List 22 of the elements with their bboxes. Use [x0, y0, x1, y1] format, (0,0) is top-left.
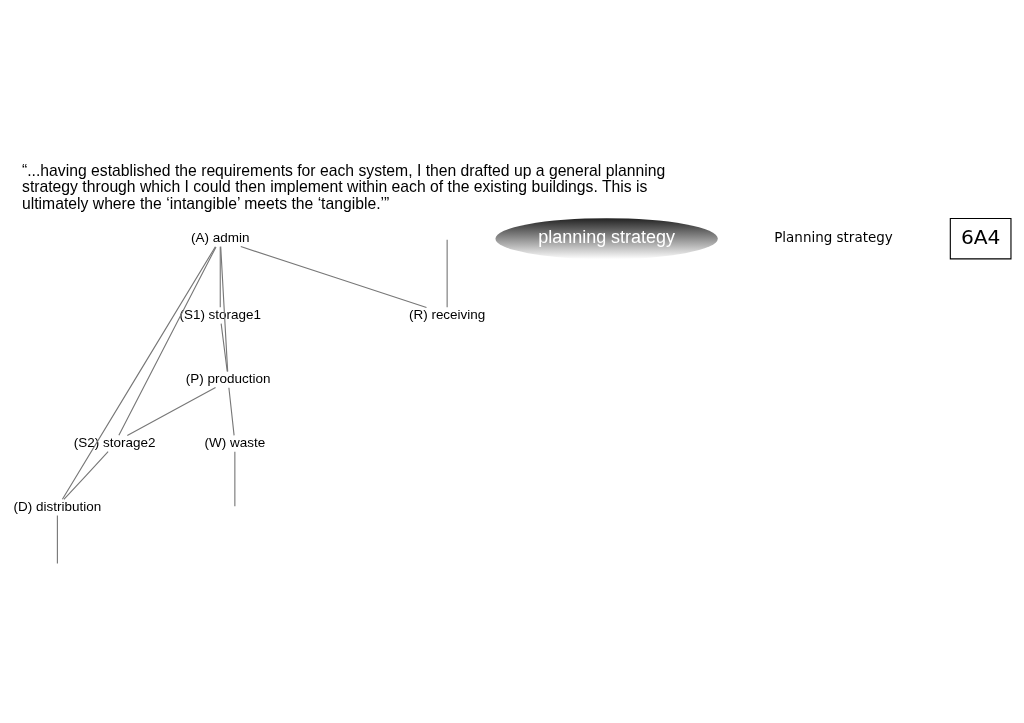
node-text: (P) production — [185, 370, 271, 386]
label: Planning strategy — [774, 229, 893, 246]
node-text: (R) receiving — [408, 306, 486, 322]
connector — [446, 239, 448, 308]
node-text: (D) distribution — [13, 499, 102, 515]
connector — [63, 451, 109, 500]
node-text: (S2) storage2 — [73, 435, 156, 450]
connector — [220, 323, 228, 372]
connector — [240, 246, 428, 309]
connector — [118, 246, 217, 436]
diagram-title: “...having established the requirements for each system, I then drafted up a general planning strategy through which I could then implement within each of the existing buildings. This is ultimately where the ‘intangible’ meets the ‘tangible.’” — [22, 161, 666, 213]
connector — [220, 246, 229, 373]
label: 6A4 — [960, 224, 1001, 249]
node-ellipse: planning strategy — [495, 218, 718, 260]
node-text: (S1) storage1 — [179, 306, 262, 322]
node-text: (W) waste — [204, 435, 266, 450]
node-text: (A) admin — [191, 230, 250, 246]
connector — [56, 514, 58, 565]
connector — [61, 246, 216, 500]
connector — [234, 451, 236, 507]
connector — [126, 386, 217, 437]
connector — [228, 387, 235, 436]
